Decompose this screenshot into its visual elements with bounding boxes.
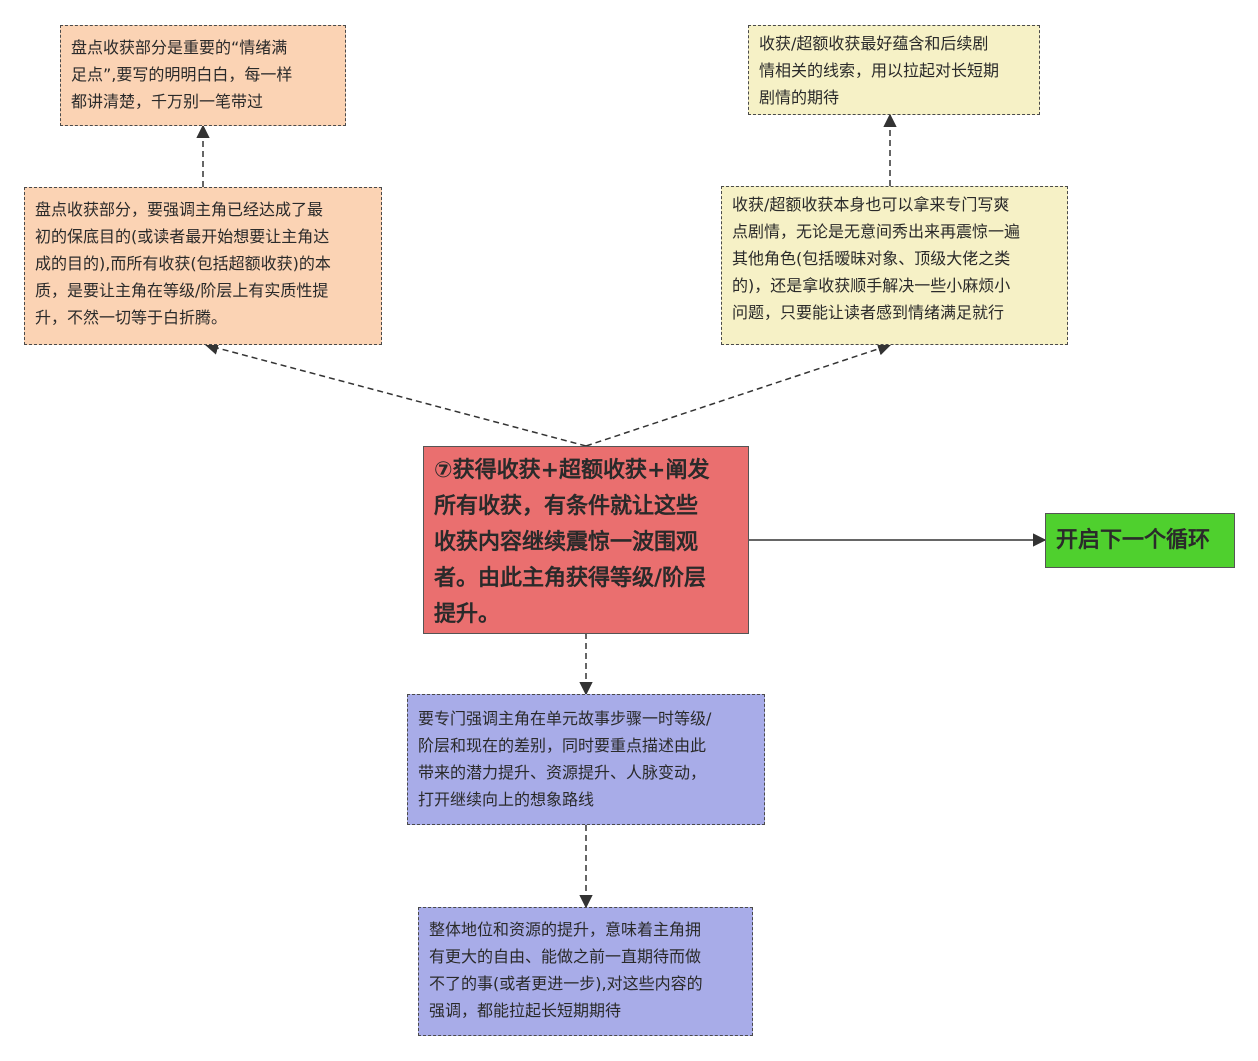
edge-center-to-mid-right [585, 342, 892, 447]
edge-center-to-mid-left [204, 341, 587, 447]
node-blue-1[interactable]: 要专门强调主角在单元故事步骤一时等级/ 阶层和现在的差别，同时要重点描述由此 带… [407, 694, 765, 825]
node-mid-right[interactable]: 收获/超额收获本身也可以拿来专门写爽 点剧情，无论是无意间秀出来再震惊一遍 其他… [721, 186, 1068, 345]
node-top-left[interactable]: 盘点收获部分是重要的“情绪满 足点”,要写的明明白白，每一样 都讲清楚，千万别一… [60, 25, 346, 126]
node-top-right[interactable]: 收获/超额收获最好蕴含和后续剧 情相关的线索，用以拉起对长短期 剧情的期待 [748, 25, 1040, 115]
node-blue-2[interactable]: 整体地位和资源的提升，意味着主角拥 有更大的自由、能做之前一直期待而做 不了的事… [418, 907, 753, 1036]
node-mid-left[interactable]: 盘点收获部分，要强调主角已经达成了最 初的保底目的(或读者最开始想要让主角达 成… [24, 187, 382, 345]
node-center[interactable]: ⑦获得收获+超额收获+阐发 所有收获，有条件就让这些 收获内容继续震惊一波围观 … [423, 446, 749, 634]
node-next-cycle[interactable]: 开启下一个循环 [1045, 513, 1235, 568]
